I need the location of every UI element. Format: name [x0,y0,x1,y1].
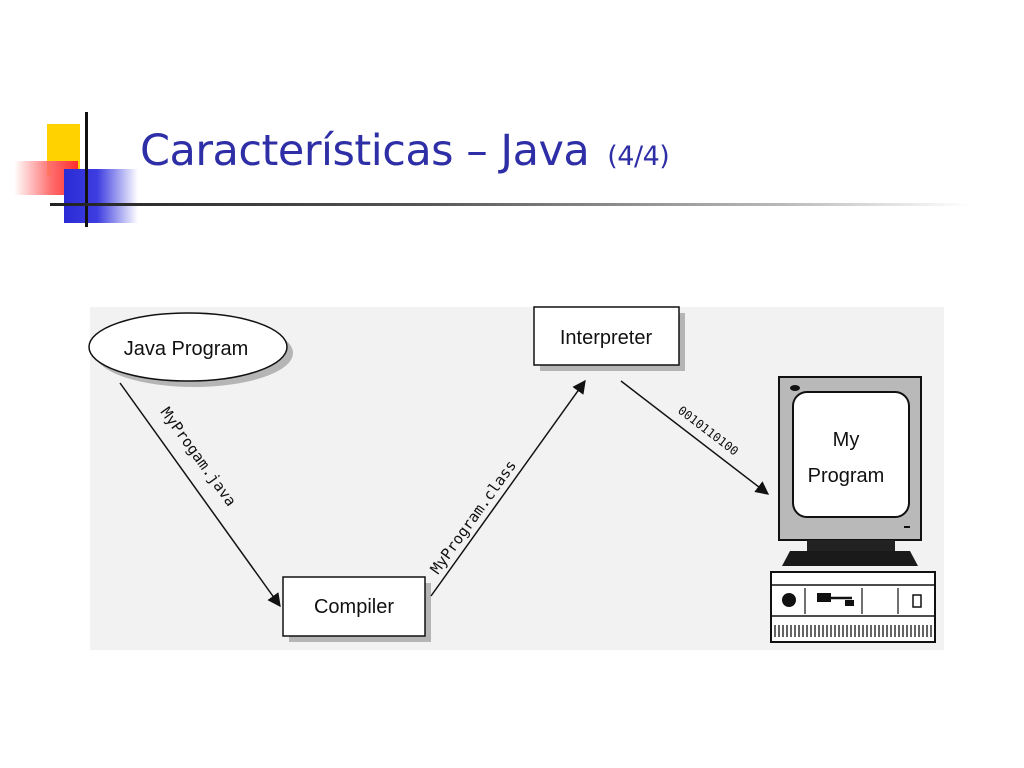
power-button [782,593,796,607]
java-program-label: Java Program [124,338,249,360]
edge-compiler-to-interpreter: MyProgram.class [427,379,586,597]
decor-vertical-line [85,112,88,227]
decor-blue-square [64,169,138,223]
compiler-box [282,576,426,637]
interpreter-box [533,306,680,366]
edge-source-to-compiler: MyProgam.java [119,382,281,608]
slide-title-text: Características – Java [140,126,590,176]
arrow-compiler-to-interpreter [430,379,586,597]
system-unit [770,571,936,643]
monitor-neck [807,540,895,551]
java-program-ellipse [88,312,288,382]
arrow-source-to-compiler [119,382,281,608]
screen-label-line1: My [833,429,860,451]
vent-grille [774,625,932,637]
title-underline [50,203,970,206]
compiler-label: Compiler [314,596,394,618]
side-drive [912,594,922,608]
monitor-led [790,385,800,391]
screen-label-line2: Program [808,465,885,487]
monitor-screen [792,391,910,518]
monitor-stand [782,551,918,566]
drive-slot-block [817,593,831,602]
slide-title: Características – Java (4/4) [140,126,670,176]
arrow-interpreter-to-output [620,380,770,495]
edge-label-myprogram-class: MyProgram.class [427,457,520,578]
compiler-node: Compiler [282,576,431,642]
java-program-node: Java Program [88,312,293,387]
edge-label-myprogam-java: MyProgam.java [157,404,240,510]
computer-icon: My Program [770,376,936,643]
edge-interpreter-to-output: 0010110100 [620,380,770,495]
interpreter-node: Interpreter [533,306,685,371]
slide-title-page: (4/4) [607,141,670,172]
interpreter-label: Interpreter [560,327,653,349]
drive-slot-light [845,600,854,606]
